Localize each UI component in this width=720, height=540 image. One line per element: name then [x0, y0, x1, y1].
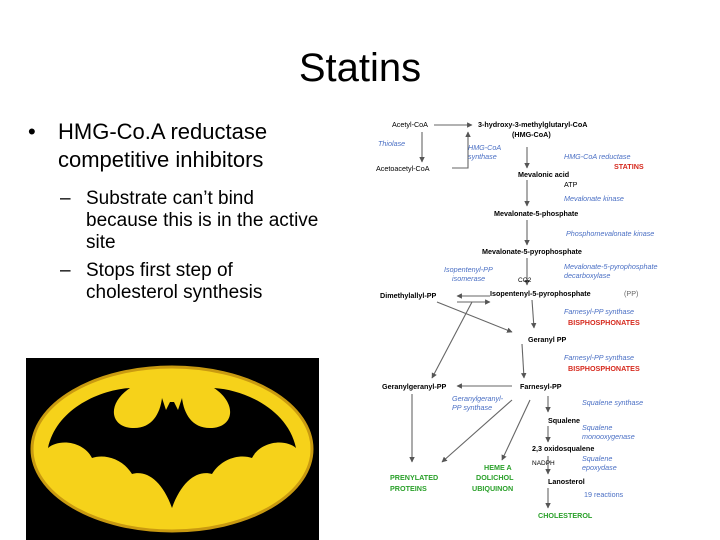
- pathway-labels: Acetyl-CoA 3-hydroxy-3-methylglutaryl-Co…: [376, 120, 658, 520]
- metabolite-label: 2,3 oxidosqualene: [532, 444, 594, 453]
- enzyme-label: synthase: [468, 152, 497, 161]
- enzyme-label: Squalene synthase: [582, 398, 643, 407]
- cofactor-label: NADPH: [532, 460, 555, 467]
- product-label: PROTEINS: [390, 484, 427, 493]
- enzyme-label: Farnesyl-PP synthase: [564, 353, 634, 362]
- bat-symbol-icon: [48, 388, 296, 508]
- enzyme-label: PP synthase: [452, 403, 492, 412]
- arrow: [441, 399, 513, 463]
- mevalonate-pathway-diagram: Acetyl-CoA 3-hydroxy-3-methylglutaryl-Co…: [376, 120, 658, 520]
- batman-logo-image: [26, 358, 319, 540]
- enzyme-label: decarboxylase: [564, 271, 610, 280]
- metabolite-label: Squalene: [548, 416, 580, 425]
- enzyme-label: isomerase: [452, 274, 485, 283]
- inhibitor-label: STATINS: [614, 162, 644, 171]
- enzyme-label: HMG-CoA reductase: [564, 152, 630, 161]
- enzyme-label: HMG-CoA: [468, 143, 501, 152]
- metabolite-label: Mevalonic acid: [518, 170, 569, 179]
- metabolite-label: Mevalonate-5-phosphate: [494, 209, 578, 218]
- enzyme-label: Mevalonate-5-pyrophosphate: [564, 262, 658, 271]
- inhibitor-label: BISPHOSPHONATES: [568, 318, 640, 327]
- sub-bullet-item: – Substrate can’t bind because this is i…: [28, 188, 328, 254]
- sub-bullet-text: Stops first step of cholesterol synthesi…: [86, 260, 263, 303]
- enzyme-label: epoxydase: [582, 463, 617, 472]
- metabolite-label: Acetoacetyl-CoA: [376, 164, 430, 173]
- cofactor-label: ATP: [564, 180, 578, 189]
- enzyme-label: Phosphomevalonate kinase: [566, 229, 654, 238]
- arrow: [436, 301, 513, 333]
- enzyme-label: monooxygenase: [582, 432, 635, 441]
- bullet-item: HMG-Co.A reductase competitive inhibitor…: [28, 118, 328, 174]
- pathway-arrows: [409, 122, 551, 509]
- arrow: [452, 131, 471, 169]
- metabolite-label: Geranylgeranyl-PP: [382, 382, 447, 391]
- product-label: DOLICHOL: [476, 473, 514, 482]
- arrow: [501, 399, 531, 461]
- enzyme-label: Squalene: [582, 423, 612, 432]
- product-label: PRENYLATED: [390, 473, 438, 482]
- metabolite-label: Acetyl-CoA: [392, 120, 428, 129]
- enzyme-label: Squalene: [582, 454, 612, 463]
- note-label: 19 reactions: [584, 490, 624, 499]
- metabolite-label: 3-hydroxy-3-methylglutaryl-CoA: [478, 120, 587, 129]
- sub-bullet-text: Substrate can’t bind because this is in …: [86, 188, 319, 253]
- sub-bullet-item: – Stops first step of cholesterol synthe…: [28, 260, 328, 304]
- metabolite-label: (HMG-CoA): [512, 130, 551, 139]
- product-label: CHOLESTEROL: [538, 511, 593, 520]
- metabolite-label: Farnesyl-PP: [520, 382, 562, 391]
- inhibitor-label: BISPHOSPHONATES: [568, 364, 640, 373]
- enzyme-label: Mevalonate kinase: [564, 194, 624, 203]
- abbrev-label: (PP): [624, 289, 638, 298]
- metabolite-label: Mevalonate-5-pyrophosphate: [482, 247, 582, 256]
- metabolite-label: Lanosterol: [548, 477, 585, 486]
- arrow: [520, 343, 527, 379]
- metabolite-label: Isopentenyl-5-pyrophosphate: [490, 289, 591, 298]
- enzyme-label: Farnesyl-PP synthase: [564, 307, 634, 316]
- metabolite-label: Dimethylallyl-PP: [380, 291, 437, 300]
- product-label: UBIQUINON: [472, 484, 513, 493]
- arrow: [530, 299, 537, 329]
- arrow: [431, 301, 473, 379]
- metabolite-label: Geranyl PP: [528, 335, 567, 344]
- enzyme-label: Geranylgeranyl-: [452, 394, 504, 403]
- bullet-list: HMG-Co.A reductase competitive inhibitor…: [28, 118, 328, 304]
- dash-marker: –: [60, 260, 71, 281]
- enzyme-label: Isopentenyl-PP: [444, 265, 493, 274]
- cofactor-label: CO2: [518, 277, 532, 284]
- enzyme-label: Thiolase: [378, 139, 405, 148]
- slide-title: Statins: [298, 46, 422, 90]
- dash-marker: –: [60, 188, 71, 209]
- product-label: HEME A: [484, 463, 512, 472]
